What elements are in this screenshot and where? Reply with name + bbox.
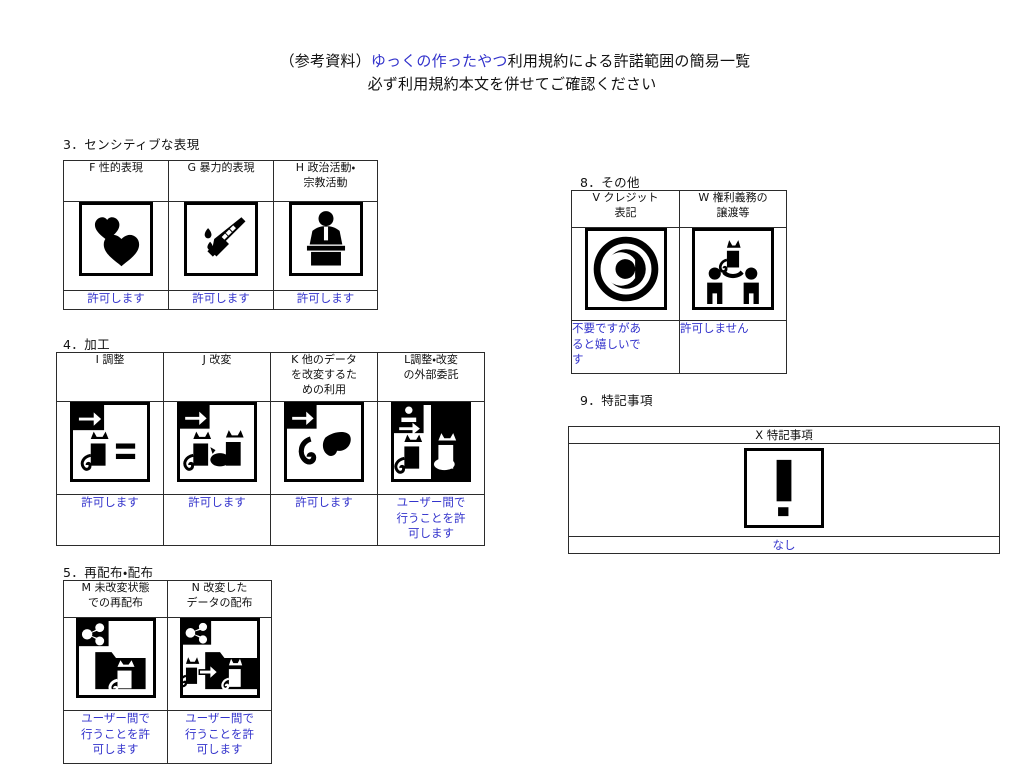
icon-cell-N (167, 617, 272, 711)
table-row-icons (63, 617, 272, 711)
page-title-line-1: （参考資料）ゆっくの作ったやつ利用規約による許諾範囲の簡易一覧 (6, 50, 1024, 73)
title-work-name: ゆっくの作ったやつ (370, 52, 508, 70)
column-header-I: I 調整 (56, 352, 164, 402)
answer-G: 許可します (168, 290, 274, 310)
column-header-H: H 政治活動・ 宗教活動 (273, 160, 378, 202)
bloody-knife-icon (184, 202, 258, 276)
answer-L: ユーザー間で 行うことを許 可します (377, 494, 485, 546)
column-header-G: G 暴力的表現 (168, 160, 274, 202)
answer-W: 許可しません (679, 320, 787, 374)
table-row-answers: 許可します 許可します 許可します (63, 290, 378, 310)
share-folder-modified-cat-icon (179, 618, 260, 698)
column-header-N: N 改変した データの配布 (167, 580, 272, 618)
section-heading-9: 9．特記事項 (580, 393, 653, 408)
column-header-F: F 性的表現 (63, 160, 169, 202)
cat-ribbon-icon (284, 402, 364, 482)
table-row-header: X 特記事項 (568, 426, 1000, 444)
cat-outsource-icon (391, 402, 471, 482)
icon-cell-V (571, 227, 680, 321)
table-row-answer: なし (568, 536, 1000, 554)
answer-I: 許可します (56, 494, 164, 546)
section-heading-5: 5．再配布・配布 (63, 565, 154, 580)
answer-H: 許可します (273, 290, 378, 310)
answer-X: なし (568, 536, 1000, 554)
table-row-answers: ユーザー間で 行うことを許 可します ユーザー間で 行うことを許 可します (63, 710, 272, 764)
icon-cell-J (163, 401, 271, 495)
icon-cell-F (63, 201, 169, 291)
document-title-block: （参考資料）ゆっくの作ったやつ利用規約による許諾範囲の簡易一覧 必ず利用規約本文… (0, 50, 1024, 97)
icon-cell-L (377, 401, 485, 495)
table-row-header: V クレジット 表記 W 権利義務の 譲渡等 (571, 190, 787, 228)
table-row-icon (568, 443, 1000, 537)
section-4-table: I 調整 J 改変 K 他のデータ を改変するた めの利用 L調整・改変 の外部… (56, 352, 485, 546)
column-header-X: X 特記事項 (568, 426, 1000, 444)
section-heading-3: 3．センシティブな表現 (63, 137, 200, 152)
cat-transfer-people-icon (692, 228, 774, 310)
cat-altered-icon (177, 402, 257, 482)
icon-cell-M (63, 617, 168, 711)
icon-cell-X (568, 443, 1000, 537)
section-8-table: V クレジット 表記 W 権利義務の 譲渡等 (571, 190, 787, 374)
icon-cell-I (56, 401, 164, 495)
podium-speaker-icon (288, 202, 363, 276)
table-row-header: F 性的表現 G 暴力的表現 H 政治活動・ 宗教活動 (63, 160, 378, 202)
icon-cell-W (679, 227, 787, 321)
section-5-table: M 未改変状態 での再配布 N 改変した データの配布 (63, 580, 272, 764)
section-heading-4: 4．加工 (63, 337, 111, 352)
answer-F: 許可します (63, 290, 169, 310)
copyright-icon (584, 228, 667, 310)
answer-K: 許可します (270, 494, 378, 546)
icon-cell-K (270, 401, 378, 495)
cat-equals-icon (70, 402, 150, 482)
section-3-table: F 性的表現 G 暴力的表現 H 政治活動・ 宗教活動 (63, 160, 378, 310)
hearts-icon (79, 202, 153, 276)
table-row-icons (571, 227, 787, 321)
column-header-V: V クレジット 表記 (571, 190, 680, 228)
share-folder-cat-icon (75, 618, 156, 698)
table-row-answers: 不要ですがあ ると嬉しいで す 許可しません (571, 320, 787, 374)
table-row-header: I 調整 J 改変 K 他のデータ を改変するた めの利用 L調整・改変 の外部… (56, 352, 485, 402)
table-row-header: M 未改変状態 での再配布 N 改変した データの配布 (63, 580, 272, 618)
page-title-line-2: 必ず利用規約本文を併せてご確認ください (367, 75, 657, 94)
title-prefix: （参考資料） (279, 52, 371, 70)
icon-cell-G (168, 201, 274, 291)
column-header-W: W 権利義務の 譲渡等 (679, 190, 787, 228)
title-suffix: 利用規約による許諾範囲の簡易一覧 (507, 52, 751, 70)
section-heading-8: 8．その他 (580, 175, 640, 190)
column-header-L: L調整・改変 の外部委託 (377, 352, 485, 402)
column-header-K: K 他のデータ を改変するた めの利用 (270, 352, 378, 402)
answer-N: ユーザー間で 行うことを許 可します (167, 710, 272, 764)
table-row-icons (63, 201, 378, 291)
icon-cell-H (273, 201, 378, 291)
table-row-answers: 許可します 許可します 許可します ユーザー間で 行うことを許 可します (56, 494, 485, 546)
table-row-icons (56, 401, 485, 495)
answer-J: 許可します (163, 494, 271, 546)
section-9-table: X 特記事項 なし (568, 426, 1000, 554)
column-header-M: M 未改変状態 での再配布 (63, 580, 168, 618)
exclamation-icon (744, 448, 824, 528)
answer-M: ユーザー間で 行うことを許 可します (63, 710, 168, 764)
answer-V: 不要ですがあ ると嬉しいで す (571, 320, 680, 374)
column-header-J: J 改変 (163, 352, 271, 402)
